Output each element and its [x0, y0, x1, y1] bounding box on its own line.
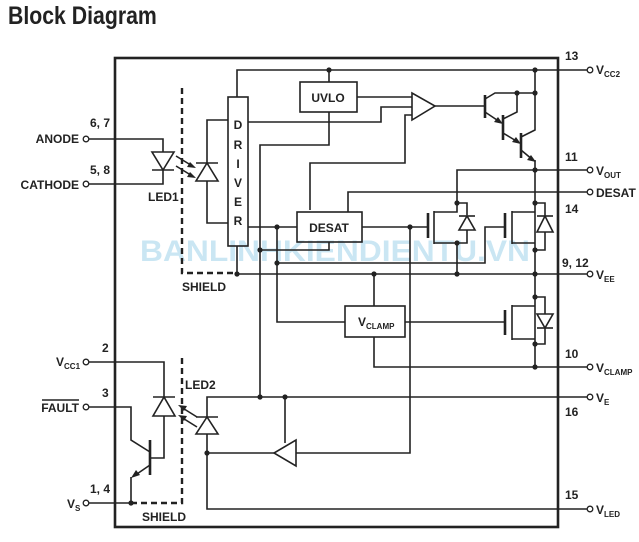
- svg-text:1, 4: 1, 4: [90, 482, 110, 496]
- pin-vled[interactable]: 15 VLED: [565, 488, 620, 519]
- pin-desat[interactable]: DESAT: [586, 186, 636, 200]
- led1-photodiode: [194, 119, 228, 224]
- svg-text:13: 13: [565, 49, 579, 63]
- desat-block-label: DESAT: [309, 221, 349, 235]
- pin-14-number: 14: [565, 202, 579, 216]
- svg-text:VLED: VLED: [596, 503, 620, 519]
- svg-text:6, 7: 6, 7: [90, 116, 110, 130]
- led2-label: LED2: [185, 378, 216, 392]
- pin-cathode[interactable]: 5, 8 CATHODE: [21, 163, 111, 192]
- comparator: [411, 91, 437, 122]
- vclamp-line: [373, 337, 590, 368]
- pin-vs[interactable]: 1, 4 VS: [67, 482, 110, 513]
- pin-vee[interactable]: 9, 12 VEE: [562, 256, 615, 284]
- page-title: Block Diagram: [8, 2, 157, 30]
- svg-text:10: 10: [565, 347, 579, 361]
- svg-text:VCC2: VCC2: [596, 63, 621, 79]
- light-arrows-icon: [175, 155, 196, 178]
- svg-text:11: 11: [565, 150, 578, 164]
- pin-vout[interactable]: 11 VOUT: [565, 150, 621, 180]
- svg-text:16: 16: [565, 405, 579, 419]
- svg-text:VE: VE: [596, 391, 610, 407]
- buffer: [272, 438, 297, 468]
- vcc1-line: [86, 361, 165, 397]
- shield-top: [180, 88, 237, 275]
- led2-emitter: [150, 395, 177, 459]
- svg-text:VEE: VEE: [596, 268, 615, 284]
- led1-emitter: [86, 138, 176, 185]
- clamp-mosfet: [503, 294, 555, 347]
- led1-label: LED1: [148, 190, 179, 204]
- shield-bottom: [131, 356, 184, 505]
- led2-photodiode: [194, 396, 590, 510]
- desat-line: [347, 191, 590, 212]
- pin-ve[interactable]: 16 VE: [565, 391, 610, 419]
- svg-text:FAULT: FAULT: [41, 401, 79, 415]
- svg-text:ANODE: ANODE: [36, 132, 79, 146]
- driver-block: [227, 96, 249, 247]
- svg-text:I: I: [236, 157, 239, 171]
- vout-line: [456, 169, 590, 203]
- pin-vclamp[interactable]: 10 VCLAMP: [565, 347, 633, 377]
- pin-anode[interactable]: 6, 7 ANODE: [36, 116, 111, 146]
- svg-text:3: 3: [102, 386, 109, 400]
- package-outline: [113, 56, 560, 529]
- pin-vcc1[interactable]: 2 VCC1: [56, 341, 109, 371]
- darlington-transistors: [483, 70, 538, 367]
- light-arrows-icon: [178, 405, 198, 428]
- svg-text:2: 2: [102, 341, 109, 355]
- desat-mosfet: [426, 200, 477, 274]
- pin-vcc2[interactable]: 13 VCC2: [565, 49, 621, 79]
- svg-text:D: D: [234, 118, 243, 132]
- svg-text:VS: VS: [67, 497, 81, 513]
- svg-text:R: R: [234, 214, 243, 228]
- svg-text:VOUT: VOUT: [596, 164, 621, 180]
- vclamp-block-label: VCLAMP: [358, 315, 395, 331]
- svg-text:15: 15: [565, 488, 579, 502]
- driver-label: D R I V E R: [234, 118, 243, 228]
- svg-text:VCLAMP: VCLAMP: [596, 361, 633, 377]
- svg-text:5, 8: 5, 8: [90, 163, 110, 177]
- svg-text:9, 12: 9, 12: [562, 256, 589, 270]
- svg-text:E: E: [234, 195, 242, 209]
- fault-transistor: [86, 406, 152, 503]
- shield-bottom-label: SHIELD: [142, 510, 186, 524]
- svg-text:VCC1: VCC1: [56, 355, 81, 371]
- shield-top-label: SHIELD: [182, 280, 226, 294]
- svg-text:CATHODE: CATHODE: [21, 178, 79, 192]
- svg-text:R: R: [234, 138, 243, 152]
- svg-text:DESAT: DESAT: [596, 186, 636, 200]
- pin-fault[interactable]: 3 FAULT: [41, 386, 109, 415]
- svg-text:V: V: [234, 176, 242, 190]
- vcc2-rail: [236, 69, 590, 97]
- pulldown-mosfet: [503, 200, 555, 253]
- uvlo-label: UVLO: [311, 91, 344, 105]
